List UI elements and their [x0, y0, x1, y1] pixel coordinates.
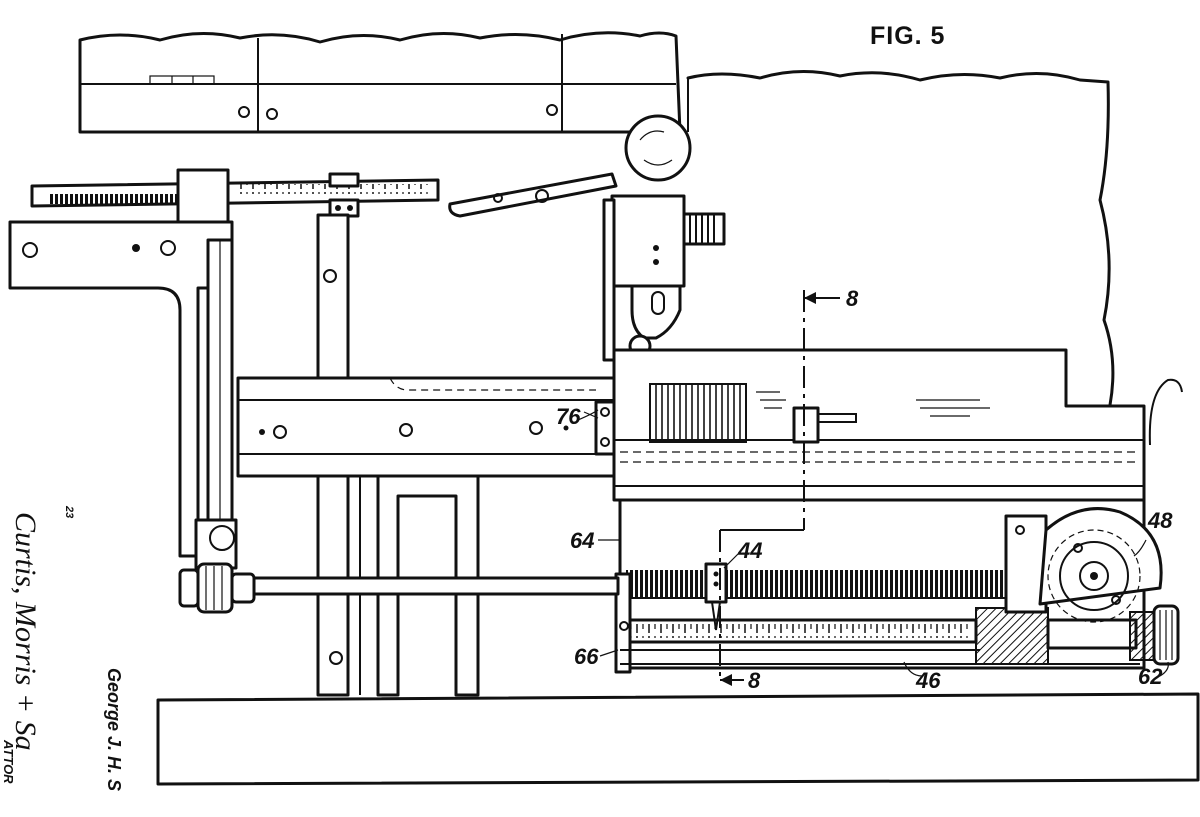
- slide-bar: [236, 376, 616, 478]
- right-frame: [686, 70, 1183, 446]
- lower-carriage: [614, 498, 1180, 674]
- inventor-name: George J. H. S: [104, 668, 124, 791]
- carriage-housing: [612, 348, 1146, 502]
- lever-arm: [448, 172, 618, 218]
- knob-assembly: [602, 114, 726, 362]
- left-bracket: [8, 220, 238, 570]
- numeral-64: 64: [570, 528, 594, 553]
- section-line-8-8: [719, 290, 840, 686]
- numeral-46: 46: [915, 668, 941, 693]
- attorneys-label: ATTOR: [1, 739, 16, 784]
- feed-rod: [178, 562, 620, 614]
- attorneys-signature: Curtis, Morris + Sa: [9, 512, 42, 751]
- section-label-bottom: 8: [748, 668, 761, 693]
- numeral-62: 62: [1138, 664, 1163, 689]
- numeral-48: 48: [1147, 508, 1173, 533]
- figure-title: FIG. 5: [870, 22, 945, 50]
- numeral-76: 76: [556, 404, 581, 429]
- numeral-66: 66: [574, 644, 599, 669]
- margin-mark: 23: [63, 505, 75, 518]
- upper-housing: [78, 31, 682, 134]
- section-label-top: 8: [846, 286, 859, 311]
- base-rail: [156, 692, 1200, 786]
- numeral-44: 44: [737, 538, 762, 563]
- leader-lines: [577, 409, 1169, 677]
- upper-rack-bar: [30, 168, 440, 232]
